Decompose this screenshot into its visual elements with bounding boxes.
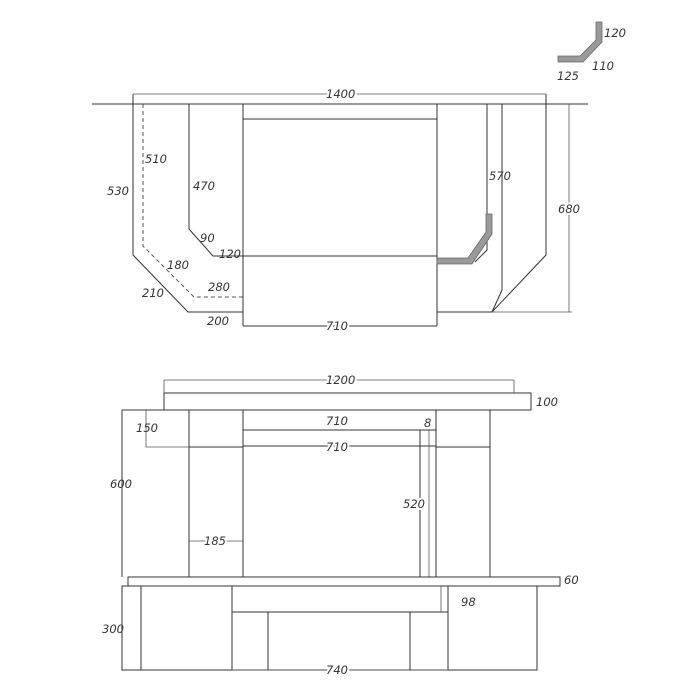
dim-520: 520 [403,497,425,511]
right-inner-corner [491,289,503,313]
left-cabinet [188,409,244,578]
dim-740: 740 [326,663,348,677]
dim-570: 570 [489,169,511,183]
dim-600: 600 [110,477,132,491]
dim-185: 185 [204,534,226,548]
base-right-leg [409,612,449,670]
dim-300: 300 [102,622,124,636]
dim-200: 200 [207,314,229,328]
dim-60: 60 [564,573,579,587]
dim-150: 150 [136,421,158,435]
bottom-shelf [127,576,561,587]
dim-180: 180 [167,258,189,272]
dim-120: 120 [219,247,241,261]
dim-280: 280 [208,280,230,294]
left-inner-dashed [142,104,243,298]
profile-dim-110: 110 [592,59,614,73]
profile-dim-125: 125 [557,69,579,83]
dim-530: 530 [107,184,129,198]
profile-dim-120: 120 [604,26,626,40]
base-inner-frame [231,586,449,670]
top-view: 1400 510 530 470 570 680 90 120 180 210 … [92,85,588,335]
front-view: 1200 100 710 8 710 150 600 520 185 6 [110,371,579,587]
dim-210: 210 [142,286,164,300]
right-cabinet [435,409,491,578]
top-corner-profile [436,213,493,265]
right-inner-line [474,104,488,263]
corner-profile-shape [557,21,603,63]
worktop [163,392,532,411]
dim-710-front-a: 710 [326,414,348,428]
left-inner-solid [188,104,243,257]
dim-98: 98 [461,595,476,609]
dim-470: 470 [193,179,215,193]
dim-90: 90 [200,231,215,245]
corner-profile: 120 110 125 [557,21,626,83]
dim-510: 510 [145,152,167,166]
dim-100: 100 [536,395,558,409]
top-outer-outline [132,94,547,313]
dim-710-front-b: 710 [326,440,348,454]
dim-710-top: 710 [326,319,348,333]
base-view: 98 300 740 [102,585,538,679]
dim-1200: 1200 [326,373,355,387]
dim-680: 680 [558,202,580,216]
dim-1400: 1400 [326,87,355,101]
dim-8: 8 [424,416,431,430]
